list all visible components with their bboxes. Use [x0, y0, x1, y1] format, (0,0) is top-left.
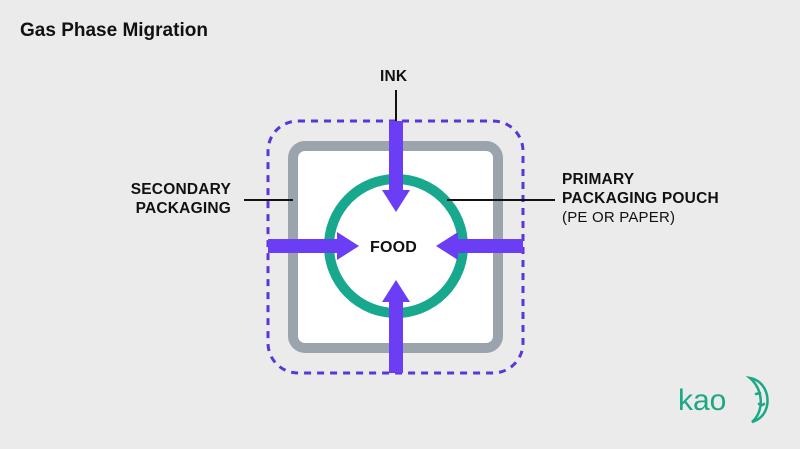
kao-logo: kao — [678, 375, 769, 424]
moon-face-icon — [745, 375, 769, 424]
arrow-top — [382, 121, 410, 212]
primary-label-line2: PACKAGING POUCH — [562, 190, 719, 207]
arrow-bottom — [382, 280, 410, 373]
primary-label-line1: PRIMARY — [562, 171, 635, 188]
primary-packaging-label: PRIMARY PACKAGING POUCH (PE OR PAPER) — [562, 170, 719, 227]
secondary-packaging-label: SECONDARY PACKAGING — [88, 180, 231, 218]
secondary-label-line1: SECONDARY — [130, 181, 231, 198]
ink-label: INK — [380, 68, 408, 85]
kao-wordmark: kao — [678, 384, 726, 417]
secondary-label-line2: PACKAGING — [135, 200, 231, 217]
arrow-left — [268, 232, 359, 260]
arrow-right — [436, 232, 523, 260]
primary-label-sub: (PE OR PAPER) — [562, 209, 676, 226]
food-label: FOOD — [370, 239, 418, 256]
page-title: Gas Phase Migration — [20, 20, 208, 41]
